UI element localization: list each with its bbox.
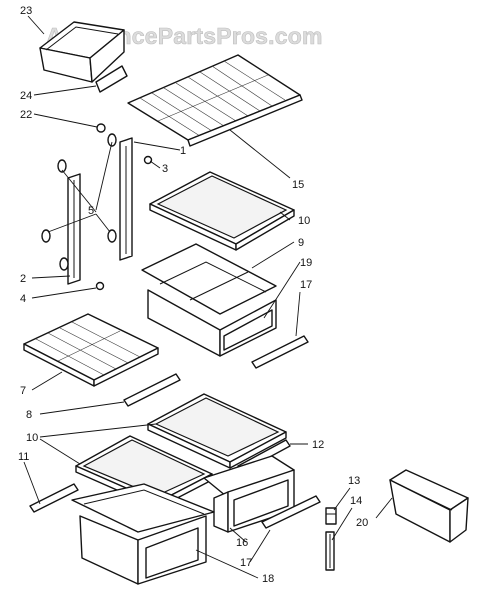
callout-15: 15 xyxy=(292,179,304,191)
callout-2: 2 xyxy=(20,273,26,285)
callout-17-upper: 17 xyxy=(300,279,312,291)
part-7-wire-shelf-lower xyxy=(23,313,159,387)
part-3-screw xyxy=(143,155,153,165)
part-11-trim-strip xyxy=(29,483,79,513)
part-10-glass-shelf-upper xyxy=(149,171,295,251)
part-18-crisper-drawer-large xyxy=(71,483,215,585)
part-2-upright-rail xyxy=(67,173,81,285)
callout-17-lower: 17 xyxy=(240,557,252,569)
callout-12: 12 xyxy=(312,439,324,451)
callout-14: 14 xyxy=(350,495,362,507)
part-10-glass-shelf-right xyxy=(147,393,287,469)
callout-22: 22 xyxy=(20,109,32,121)
callout-3: 3 xyxy=(162,163,168,175)
callout-13: 13 xyxy=(348,475,360,487)
part-10-glass-shelf-left xyxy=(75,435,213,509)
callout-24: 24 xyxy=(20,90,32,102)
part-20-door-bin xyxy=(389,469,469,543)
part-14-hinge-pin xyxy=(325,531,335,571)
part-5-shelf-clips xyxy=(41,133,117,271)
callout-23: 23 xyxy=(20,5,32,17)
leader-lines xyxy=(23,15,393,579)
part-9-crisper-drawer-upper xyxy=(141,243,277,357)
part-24-dairy-door xyxy=(95,65,128,93)
part-17-trim-strip-lower xyxy=(261,495,321,529)
callout-7: 7 xyxy=(20,385,26,397)
part-17-trim-strip-upper xyxy=(251,335,309,369)
part-22-screw xyxy=(96,123,106,133)
callout-16: 16 xyxy=(236,537,248,549)
part-8-trim-strip xyxy=(123,373,181,407)
part-16-crisper-drawer-right xyxy=(203,455,295,533)
callout-labels: 23 24 22 1 3 15 5 10 9 19 17 2 4 7 8 10 … xyxy=(18,5,368,585)
callout-8: 8 xyxy=(26,409,32,421)
part-4-screw xyxy=(95,281,105,291)
callout-18: 18 xyxy=(262,573,274,585)
callout-11: 11 xyxy=(18,451,29,463)
callout-1: 1 xyxy=(180,145,186,157)
callout-9: 9 xyxy=(298,237,304,249)
callout-5: 5 xyxy=(88,205,94,217)
part-13-hinge-cap xyxy=(325,507,337,525)
callout-19: 19 xyxy=(300,257,312,269)
part-15-wire-shelf xyxy=(127,54,303,147)
callout-20: 20 xyxy=(356,517,368,529)
callout-4: 4 xyxy=(20,293,26,305)
part-23-dairy-bin xyxy=(39,21,125,83)
part-1-upright-rail xyxy=(119,137,133,261)
callout-10-lower: 10 xyxy=(26,432,38,444)
callout-10-upper: 10 xyxy=(298,215,310,227)
